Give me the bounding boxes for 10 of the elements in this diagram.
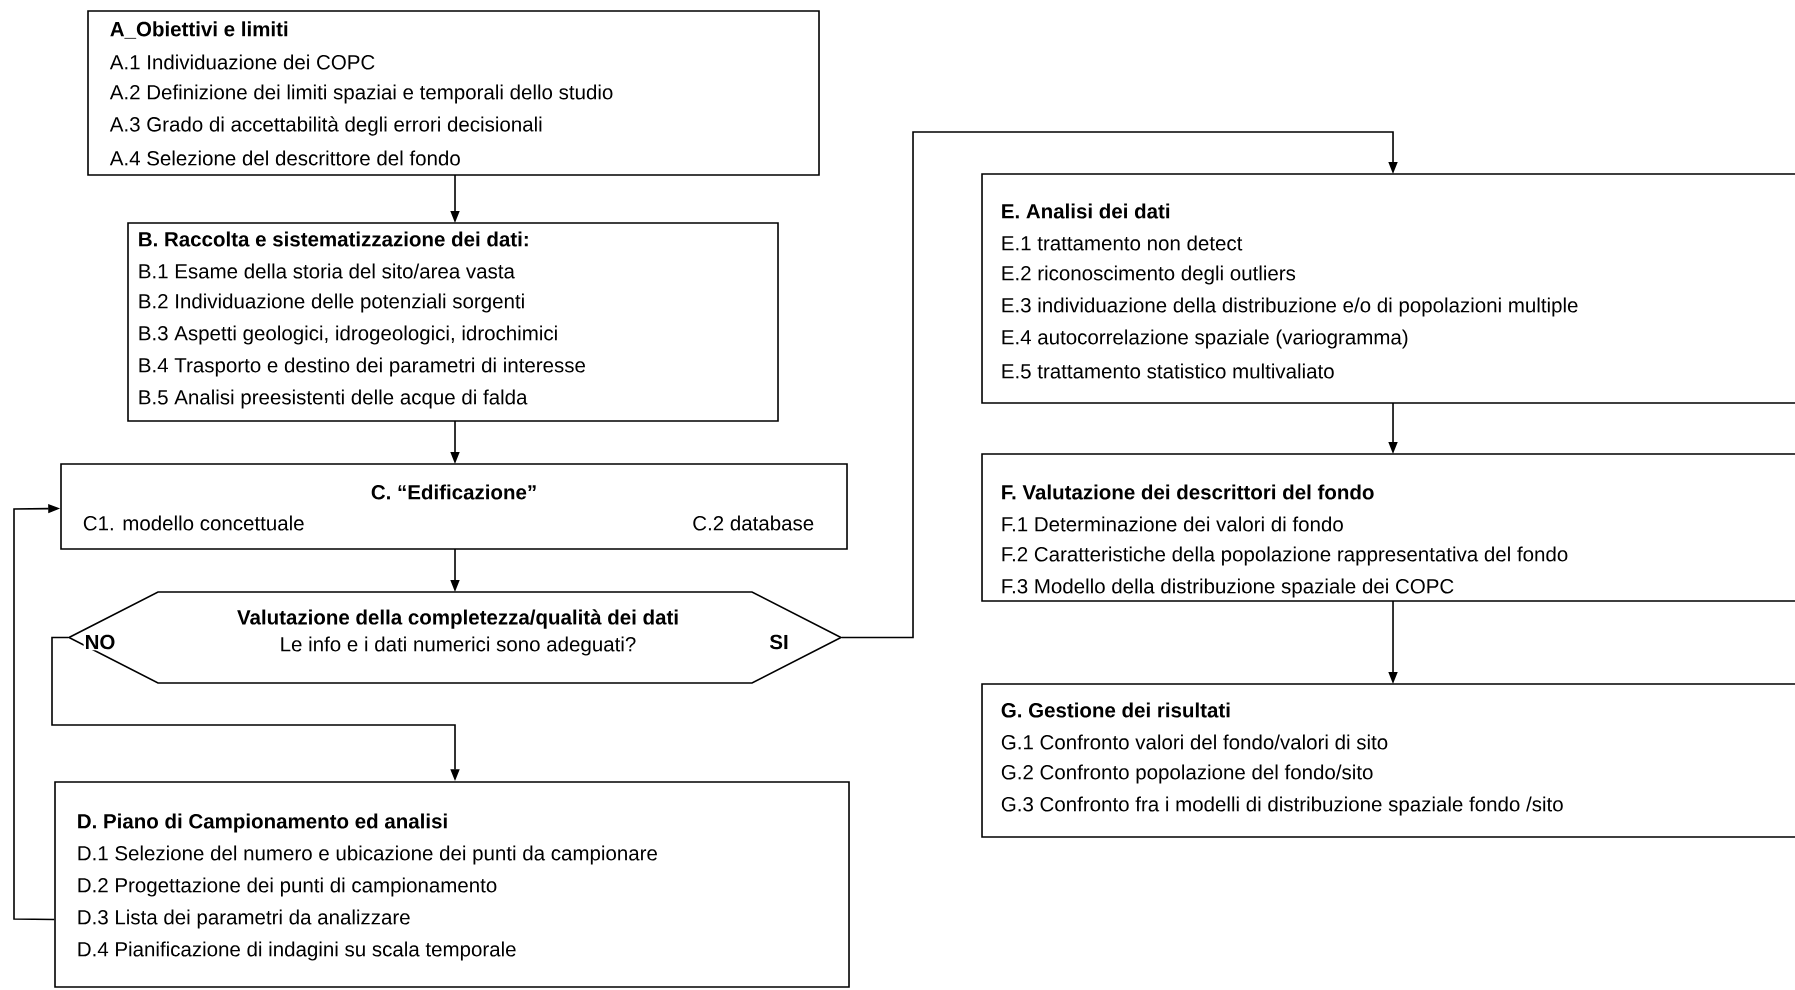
process-box: F. Valutazione dei descrittori del fondo F.1 Determinazione dei valori di fondo F.2 Caratteristiche della popolazione rappresentativa del fondo F.3 Modello della distribuzione spaziale dei COPC — [981, 453, 1795, 602]
process-box: B. Raccolta e sistematizzazione dei dati: B.1 Esame della storia del sito/area vasta B.2 Individuazione delle potenziali sorgenti B.3 Aspetti geologici, idrogeologici, idrochimici B.4 Trasporto e destino dei parametri di interesse B.5 Analisi preesistenti delle acque di falda — [127, 222, 779, 422]
process-box: A_Obiettivi e limiti A.1 Individuazione dei COPC A.2 Definizione dei limiti spaziai e temporali dello studio A.3 Grado di accettabilità degli errori decisionali A.4 Selezione del descrittore del fondo — [87, 10, 820, 176]
process-box: C. “Edificazione” C1. modello concettuale C.2 database — [60, 463, 848, 550]
edge-label: NO — [83, 633, 117, 651]
edge-label: SI — [768, 633, 790, 651]
arrow — [841, 131, 1398, 639]
process-box: D. Piano di Campionamento ed analisi D.1 Selezione del numero e ubicazione dei punti da campionare D.2 Progettazione dei punti di campionamento D.3 Lista dei parametri da analizzare D.4 Pianificazione di indagini su scala temporale — [54, 781, 850, 988]
process-box: E. Analisi dei dati E.1 trattamento non detect E.2 riconoscimento degli outliers E.3 individuazione della distribuzione e/o di popolazioni multiple E.4 autocorrelazione spaziale (variogramma) E.5 trattamento statistico multivaliato — [981, 173, 1795, 404]
process-box: G. Gestione dei risultati G.1 Confronto valori del fondo/valori di sito G.2 Confronto popolazione del fondo/sito G.3 Confronto fra i modelli di distribuzione spaziale fondo /sito — [981, 683, 1795, 838]
